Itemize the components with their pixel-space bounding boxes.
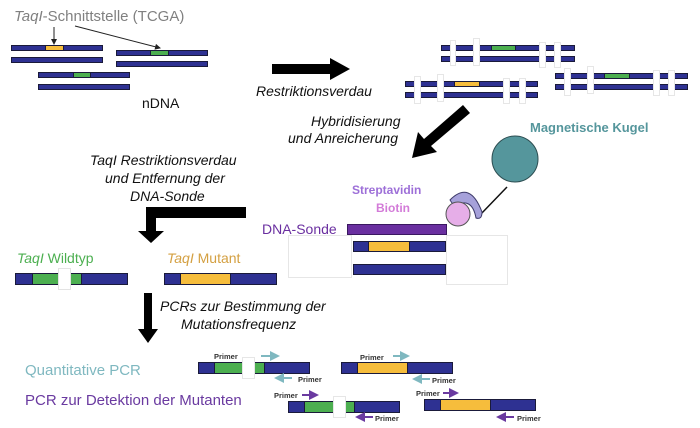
probe-backdrop-left [288,235,352,278]
primer-label: Primer [432,376,456,385]
mutant-pcr-mutant-strand [424,399,536,411]
captured-strand-complement [353,264,446,275]
ndna-strand-2a [116,50,208,56]
fragment-strand [555,73,688,79]
taqi-digest-label-line3: DNA-Sonde [130,188,205,204]
digested-fragment-group-2 [405,74,538,106]
mutant-site [357,363,408,373]
primer-label: Primer [375,414,399,423]
taqi-site-prefix: TaqI [14,8,43,25]
primer-label: Primer [360,353,384,362]
cut-gap [473,38,480,66]
qpcr-wildtype-cut-gap [242,357,255,379]
captured-strand-mutant [353,241,446,252]
wildtype-strand [15,273,128,285]
taqi-site-suffix: -Schnittstelle (TCGA) [42,8,185,25]
restriction-digest-label: Restriktionsverdau [256,83,372,99]
cut-gap [519,78,526,104]
dna-probe-label: DNA-Sonde [262,221,337,237]
cut-gap [668,70,675,96]
bead-complex [445,135,539,227]
wildtype-cut-gap [58,268,71,290]
fragment-strand [441,56,575,62]
cut-gap [503,78,510,104]
streptavidin-label: Streptavidin [352,183,422,197]
ndna-label: nDNA [142,95,180,111]
cut-gap [587,66,594,94]
biotin-label: Biotin [376,201,410,215]
diagonal-down-left-arrow-icon [412,105,470,158]
primer-label: Primer [214,352,238,361]
probe-backdrop-right [446,235,508,285]
hybridization-label-line1: Hybridisierung [311,113,401,129]
taqi-digest-label-line1: TaqI Restriktionsverdau [90,152,237,168]
ndna-strand-2b [116,61,208,67]
elbow-down-arrow-icon [138,207,246,243]
mutant-site [440,400,491,410]
cut-gap [450,40,456,66]
wildtype-site [73,73,91,77]
digested-fragment-group-1 [441,38,575,70]
ndna-strand-3a [38,72,130,78]
hybridization-label-line2: und Anreicherung [288,130,399,146]
ndna-strand-1b [11,57,103,63]
digested-fragment-group-3 [555,66,688,98]
magnetic-bead-label: Magnetische Kugel [530,120,649,135]
streptavidin-icon [449,191,483,219]
ndna-strand-1a [11,45,103,51]
wildtype-label: TaqI Wildtyp [17,250,94,266]
fragment-strand [555,84,688,90]
qpcr-mutant-strand [341,362,453,374]
primer-label: Primer [416,389,440,398]
cut-gap [437,74,444,102]
wildtype-site [150,51,169,55]
primer-label: Primer [274,391,298,400]
bead-tether [479,186,508,216]
taqi-digest-label-line2: und Entfernung der [105,170,225,186]
wildtype-site [32,274,82,284]
cut-gap [554,42,561,68]
mutant-site [454,82,480,86]
mutant-site [368,242,410,251]
wildtype-site [304,402,355,412]
fragment-strand [405,92,538,98]
cut-gap [653,70,660,96]
quantitative-pcr-label: Quantitative PCR [25,362,141,379]
primer-label: Primer [298,375,322,384]
mutant-site [45,46,64,50]
mutant-label: TaqI Mutant [167,250,241,266]
pcr-label-line2: Mutationsfrequenz [181,316,297,332]
right-arrow-icon [272,58,350,80]
ndna-strand-3b [38,84,130,90]
cut-gap [564,68,571,96]
wildtype-site [604,74,630,78]
fragment-strand [405,81,538,87]
wildtype-site [491,46,516,50]
taqi-site-label: TaqI-Schnittstelle (TCGA) [14,8,184,25]
biotin-icon [445,201,471,227]
magnetic-bead-icon [491,135,539,183]
cut-gap [414,76,421,104]
mutant-site [180,274,231,284]
cut-gap [539,42,546,68]
dna-probe-strand [347,224,447,235]
mutant-pcr-label: PCR zur Detektion der Mutanten [25,392,242,409]
pcr-label-line1: PCRs zur Bestimmung der [160,298,326,314]
fragment-strand [441,45,575,51]
pointer-arrow-green [74,25,161,50]
mutant-pcr-wildtype-cut-gap [333,396,346,418]
mutant-strand [164,273,277,285]
primer-label: Primer [517,414,541,423]
wildtype-site [214,363,265,373]
down-arrow-icon [138,293,158,343]
